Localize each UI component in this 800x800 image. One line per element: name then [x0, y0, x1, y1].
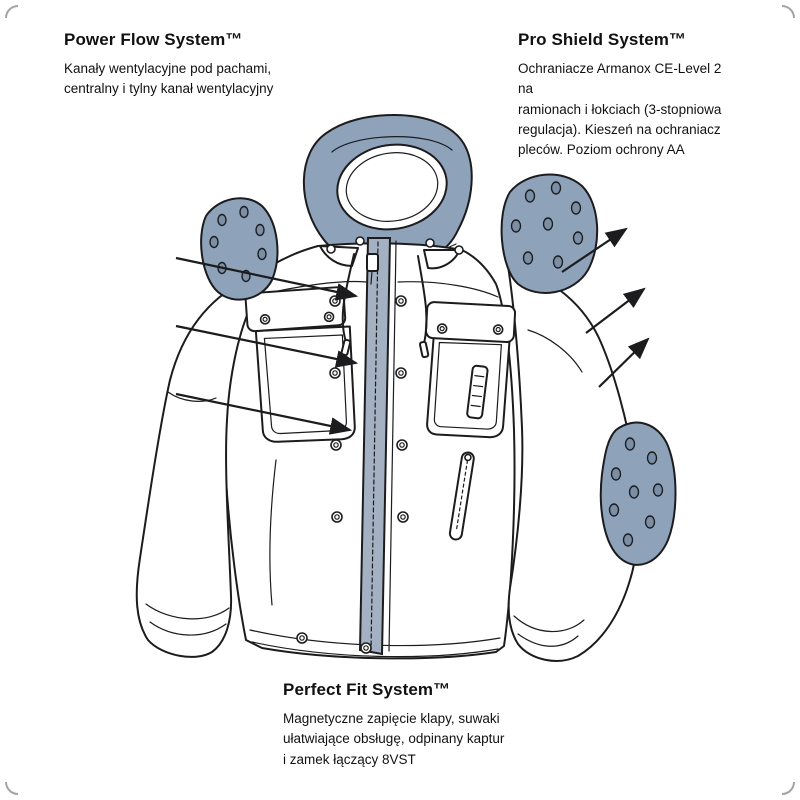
left-sleeve — [135, 279, 252, 658]
chest-pocket-right — [424, 301, 517, 439]
pro-shield-title: Pro Shield System™ — [518, 30, 687, 49]
armor-arrow — [598, 337, 650, 388]
side-zip-pocket — [448, 451, 475, 541]
perfect-fit-title: Perfect Fit System™ — [283, 680, 451, 699]
power-flow-title: Power Flow System™ — [64, 30, 243, 49]
flow-arrow — [175, 256, 359, 301]
armor-arrows — [561, 227, 650, 388]
pro-shield-description: Ochraniacze Armanox CE-Level 2 na ramion… — [518, 61, 722, 157]
shoulder-armor-left — [200, 197, 279, 301]
power-flow-description: Kanały wentylacyjne pod pachami, central… — [64, 61, 274, 97]
hood — [302, 114, 473, 259]
feature-power-flow: Power Flow System™ Kanały wentylacyjne p… — [64, 30, 304, 100]
armor-arrow — [561, 227, 628, 273]
brand-label-strip — [466, 364, 489, 420]
ventilation-arrows — [175, 256, 359, 435]
front-snaps — [296, 236, 464, 654]
shoulder-armor-right — [500, 173, 599, 294]
flow-arrow — [175, 392, 353, 435]
right-sleeve — [507, 265, 640, 662]
corner-marks — [5, 5, 795, 795]
elbow-armor — [599, 421, 677, 566]
main-zipper — [358, 237, 397, 656]
feature-pro-shield: Pro Shield System™ Ochraniacze Armanox C… — [518, 30, 740, 160]
armor-arrow — [585, 287, 646, 334]
chest-pocket-left — [244, 286, 356, 443]
perfect-fit-description: Magnetyczne zapięcie klapy, suwaki ułatw… — [283, 711, 505, 767]
flow-arrow — [175, 324, 359, 368]
feature-perfect-fit: Perfect Fit System™ Magnetyczne zapięcie… — [283, 680, 533, 770]
